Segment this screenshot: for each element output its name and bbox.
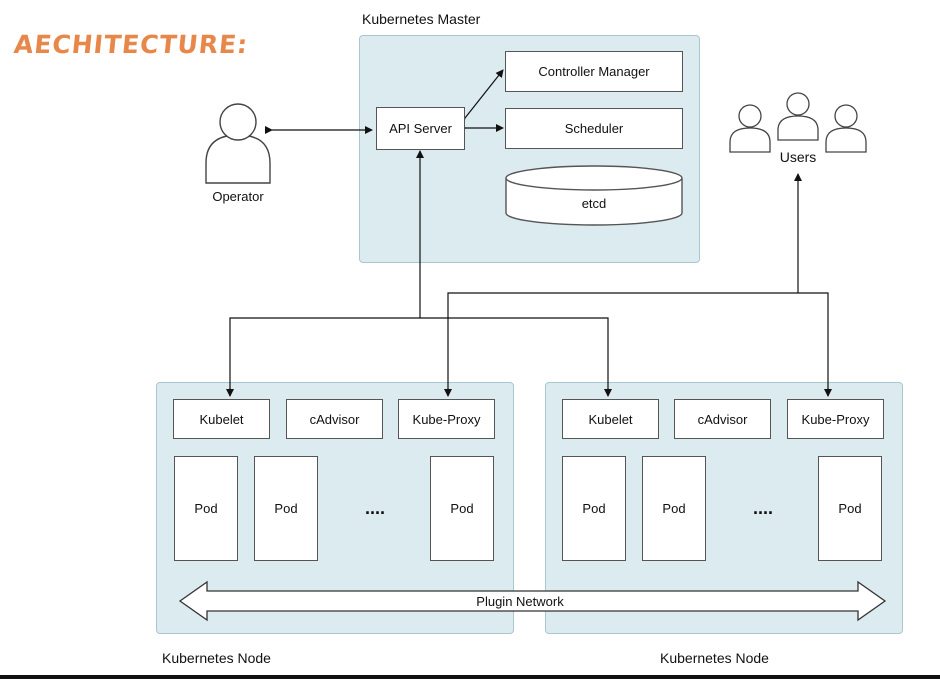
master-label: Kubernetes Master	[362, 11, 481, 27]
controller-manager-box: Controller Manager	[505, 51, 683, 92]
etcd-label: etcd	[581, 196, 607, 211]
bottom-edge	[0, 675, 940, 679]
node-label: Kubernetes Node	[660, 650, 769, 666]
pod-box: Pod	[562, 456, 626, 561]
etcd-cylinder	[505, 165, 683, 226]
pod-ellipsis: ....	[364, 498, 385, 518]
operator-icon	[205, 103, 271, 184]
kubelet-box: Kubelet	[562, 399, 659, 439]
pod-ellipsis: ....	[752, 498, 773, 518]
node-label: Kubernetes Node	[162, 650, 271, 666]
users-label: Users	[779, 149, 817, 165]
api-server-box: API Server	[376, 107, 465, 150]
kubelet-bus	[229, 317, 609, 396]
pod-box: Pod	[254, 456, 318, 561]
plugin-network-label: Plugin Network	[476, 594, 564, 609]
scheduler-box: Scheduler	[505, 108, 683, 149]
proxy-bus	[447, 292, 829, 396]
kube-proxy-box: Kube-Proxy	[398, 399, 495, 439]
plugin-network-arrow	[178, 580, 887, 622]
kubelet-box: Kubelet	[173, 399, 270, 439]
kube-proxy-box: Kube-Proxy	[787, 399, 884, 439]
pod-box: Pod	[818, 456, 882, 561]
cadvisor-box: cAdvisor	[286, 399, 383, 439]
pod-box: Pod	[642, 456, 706, 561]
pod-box: Pod	[174, 456, 238, 561]
api-controller-arrow	[457, 69, 504, 126]
users-icon	[729, 92, 867, 153]
cadvisor-box: cAdvisor	[674, 399, 771, 439]
pod-box: Pod	[430, 456, 494, 561]
operator-label: Operator	[212, 189, 264, 204]
